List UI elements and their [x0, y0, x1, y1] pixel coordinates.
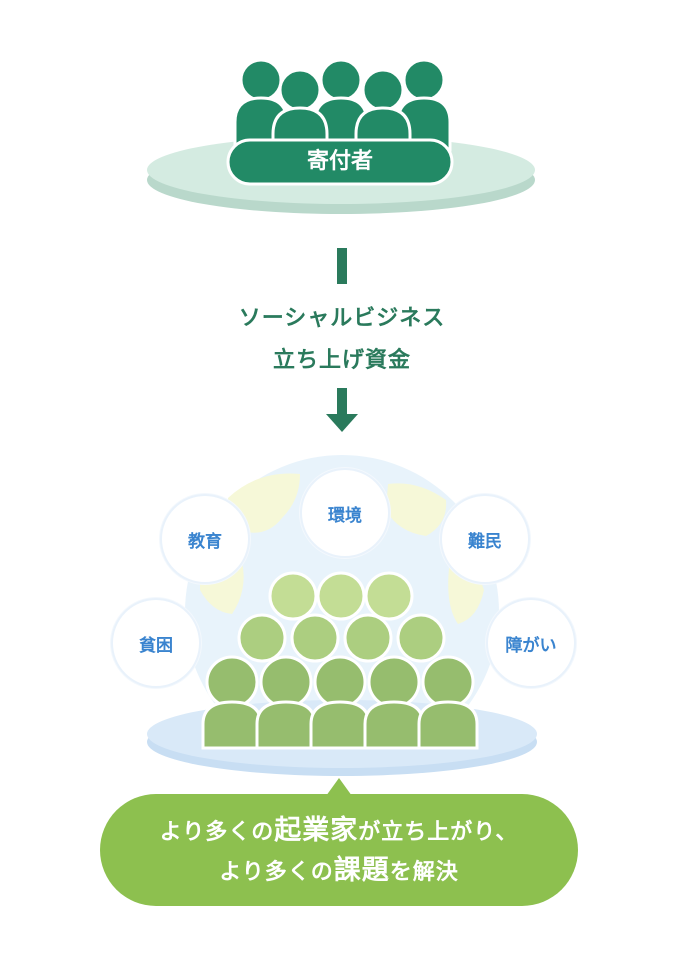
issue-bubble-education: 教育 [160, 494, 250, 584]
flow-connector-line [337, 248, 347, 284]
issue-label: 教育 [188, 531, 222, 552]
result-text-line1: より多くの起業家が立ち上がり、 [159, 815, 519, 846]
issue-label: 環境 [328, 505, 362, 526]
flow-text-line2: 立ち上げ資金 [272, 348, 411, 373]
issue-label: 難民 [468, 531, 502, 552]
issue-bubble-environment: 環境 [300, 468, 390, 558]
issue-label: 障がい [505, 635, 557, 656]
result-speech-bubble [100, 778, 578, 906]
flow-down-arrow-icon [326, 388, 358, 432]
issue-label: 貧困 [139, 635, 173, 656]
issue-bubble-disability: 障がい [486, 598, 576, 688]
donor-people [233, 58, 452, 154]
donor-group [147, 58, 535, 214]
result-text-line2: より多くの課題を解決 [219, 855, 459, 886]
donor-label-plate [226, 138, 454, 186]
issue-bubble-refugees: 難民 [440, 494, 530, 584]
issue-bubble-poverty: 貧困 [111, 598, 201, 688]
donor-label: 寄付者 [306, 149, 373, 174]
people-back-row [268, 571, 414, 621]
emphasis-entrepreneurs: 起業家 [274, 815, 359, 846]
emphasis-issues: 課題 [333, 855, 390, 886]
flow-text-line1: ソーシャルビジネス [238, 306, 446, 331]
people-front-row [201, 655, 479, 750]
people-middle-row [237, 613, 446, 663]
